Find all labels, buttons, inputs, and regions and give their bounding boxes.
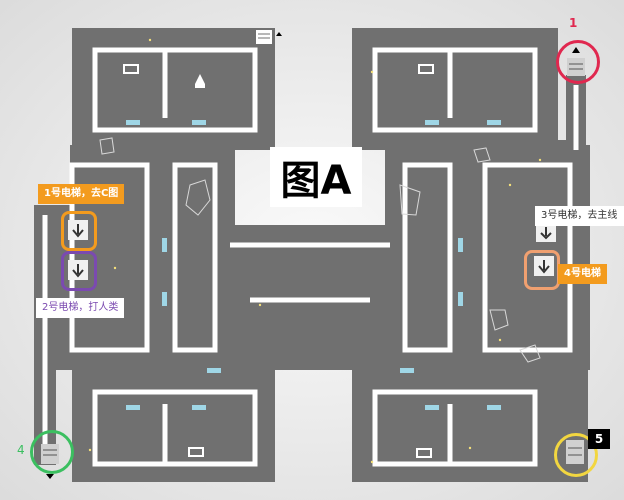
elevator-down-icon[interactable] bbox=[534, 256, 554, 276]
elevator-3-label: 3号电梯，去主线 bbox=[535, 206, 624, 226]
stairs-up-icon[interactable] bbox=[256, 30, 282, 44]
marker-4-circle bbox=[30, 430, 74, 474]
elevator-down-icon[interactable] bbox=[536, 224, 556, 242]
chest-icon[interactable] bbox=[123, 64, 139, 74]
chest-icon[interactable] bbox=[416, 448, 432, 458]
elevator-1-label: 1号电梯，去C图 bbox=[38, 184, 125, 204]
dungeon-walls bbox=[42, 47, 579, 467]
map-title: 图A bbox=[270, 147, 362, 207]
shrine-icon[interactable] bbox=[195, 74, 205, 88]
marker-4-number: 4 bbox=[17, 443, 25, 457]
elevator-4-highlight bbox=[524, 250, 560, 290]
chest-icon[interactable] bbox=[188, 447, 204, 457]
elevator-down-icon[interactable] bbox=[68, 220, 88, 240]
elevator-2-highlight bbox=[61, 251, 97, 291]
elevator-4-label: 4号电梯 bbox=[558, 264, 607, 284]
marker-1-number: 1 bbox=[569, 16, 578, 30]
rocks bbox=[99, 137, 541, 363]
doors bbox=[126, 120, 501, 410]
sparkles bbox=[88, 38, 542, 464]
chest-icon[interactable] bbox=[418, 64, 434, 74]
marker-5-number: 5 bbox=[588, 429, 610, 449]
marker-5-circle bbox=[554, 433, 598, 477]
marker-1-circle bbox=[556, 40, 600, 84]
elevator-1-highlight bbox=[61, 211, 97, 251]
elevator-2-label: 2号电梯，打人类 bbox=[36, 298, 125, 318]
elevator-down-icon[interactable] bbox=[68, 260, 88, 280]
